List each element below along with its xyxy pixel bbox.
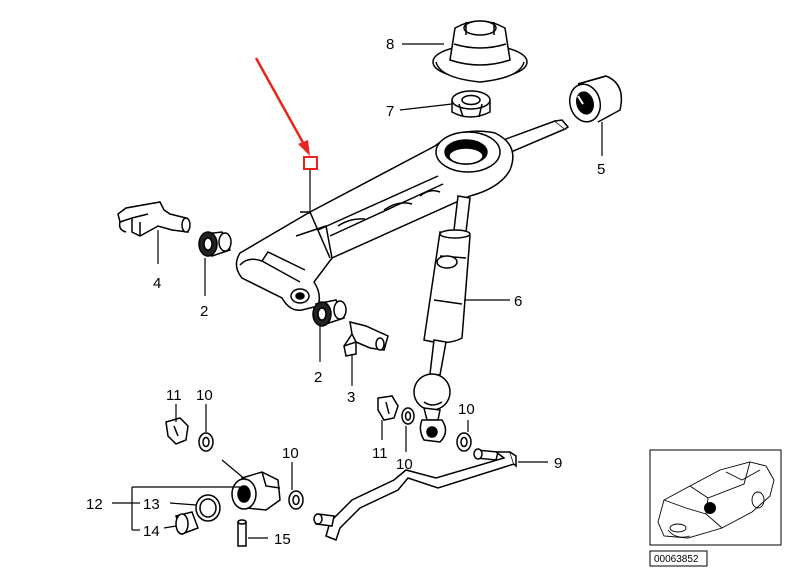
ref-code-box: [649, 550, 708, 567]
callout-7: 7: [386, 103, 394, 120]
callout-11-left: 11: [166, 387, 182, 404]
part-linkage-rod: [313, 448, 517, 541]
part-selector-lever: [235, 119, 570, 311]
part-clip-11-right: [377, 395, 399, 421]
callout-15: 15: [274, 531, 291, 548]
callout-labels: 8 7 5 4 2 6 2 3 11 10 10 11 10 9 10 12 1…: [86, 36, 605, 548]
part-washer-10c: [456, 432, 472, 452]
part-pin-15: [237, 519, 247, 547]
vehicle-inset: 00063852: [649, 449, 782, 567]
callout-13: 13: [143, 496, 160, 513]
callout-8: 8: [386, 36, 394, 53]
callout-4: 4: [153, 275, 161, 292]
part-ring-13: [195, 494, 221, 522]
part-bearing-upper: [198, 231, 232, 257]
part-shift-rod: [413, 195, 471, 443]
part-washer-10a: [198, 432, 214, 452]
part-joint-12: [231, 471, 281, 511]
part-sleeve: [568, 75, 623, 123]
part-clip-11-left: [165, 417, 189, 445]
callout-14: 14: [143, 523, 160, 540]
part-clip: [343, 320, 389, 357]
part-bracket-left: [117, 201, 191, 237]
part-bearing-lower: [312, 299, 347, 327]
callout-9: 9: [554, 455, 562, 472]
car-outline-icon: [657, 461, 775, 539]
part-bushing-small: [451, 90, 491, 118]
part-bush-14: [175, 511, 199, 535]
inset-frame: [649, 449, 782, 546]
callout-3: 3: [347, 389, 355, 406]
pointer-arrow: [254, 57, 310, 156]
leader-lines: [112, 43, 603, 539]
callout-10-center: 10: [396, 456, 413, 473]
callout-5: 5: [597, 161, 605, 178]
callout-6: 6: [514, 293, 522, 310]
callout-10-right: 10: [458, 401, 475, 418]
part-boot: [432, 20, 528, 83]
callout-12: 12: [86, 496, 103, 513]
part-washer-10d: [288, 490, 304, 510]
location-marker: [704, 502, 716, 514]
callout-10-lower: 10: [282, 445, 299, 462]
callout-11-right: 11: [372, 445, 388, 462]
callout-10-left: 10: [196, 387, 213, 404]
part-washer-10b: [401, 407, 415, 425]
callout-2-lower: 2: [314, 369, 322, 386]
callout-2-upper: 2: [200, 303, 208, 320]
highlight-box: [303, 156, 318, 170]
reference-code: 00063852: [654, 554, 699, 565]
